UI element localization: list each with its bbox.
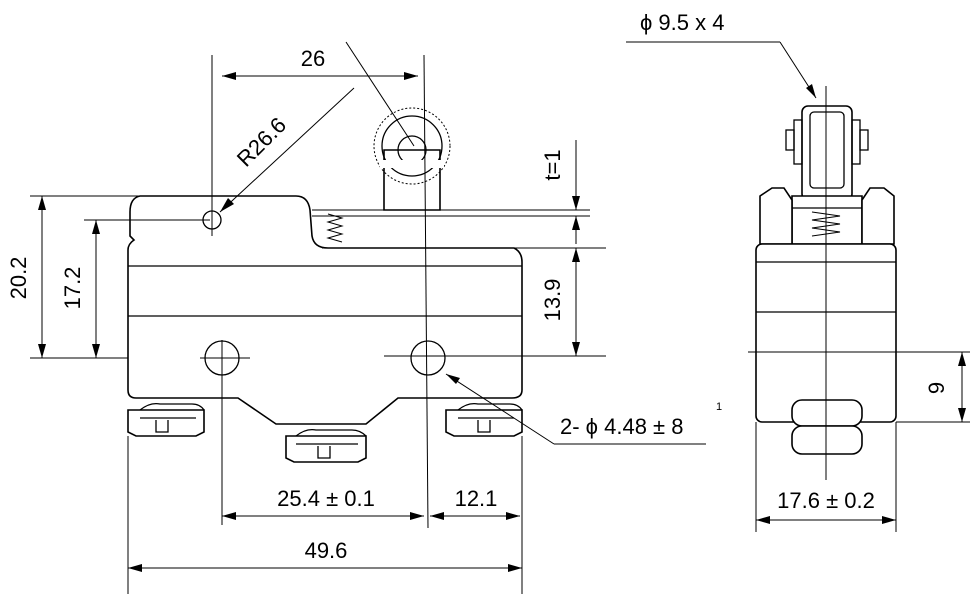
dim-lever-radius: R26.6: [232, 112, 291, 171]
dim-hole-to-edge: 12.1: [455, 486, 498, 511]
dim-body-top-to-hole: 13.9: [540, 279, 565, 322]
dim-overall-height: 20.2: [6, 257, 31, 300]
radius-leader: [219, 87, 355, 213]
dim-roller-size: ϕ 9.5 x 4: [640, 10, 724, 35]
side-spring-icon: [811, 211, 841, 237]
dim-side-width: 17.6 ± 0.2: [777, 488, 875, 513]
side-axle-left: [793, 119, 803, 165]
side-housing-top: [759, 187, 793, 245]
dim-mount-holes-superscript: 1: [716, 401, 722, 413]
terminal-center: [285, 428, 367, 463]
mount-hole-right-icon: [410, 340, 446, 376]
side-roller-inner: [809, 111, 845, 189]
dim-travel: t=1: [540, 149, 565, 180]
spring-icon: [326, 213, 344, 243]
dim-lever-length: 26: [301, 46, 325, 71]
roller-trace: [373, 107, 451, 185]
switch-housing: [127, 195, 523, 425]
terminal-right: [445, 402, 523, 437]
roller-outer: [381, 115, 443, 177]
front-view: 26 R26.6 20.2 17.2 t=1 13.9 2- ϕ 4.48 ± …: [6, 41, 722, 594]
dim-mount-holes: 2- ϕ 4.48 ± 8: [560, 414, 683, 439]
dim-hole-height: 17.2: [60, 267, 85, 310]
roller-bracket: [383, 149, 441, 211]
roller-radius-leader: [345, 41, 415, 147]
dim-hole-spacing: 25.4 ± 0.1: [277, 486, 375, 511]
dim-side-height: 9: [924, 382, 949, 394]
side-terminal-top: [791, 399, 863, 427]
roller-centerline: [423, 54, 429, 529]
side-axle-cap-left: [785, 129, 795, 151]
side-bracket: [791, 195, 863, 245]
dim-overall-length: 49.6: [305, 538, 348, 563]
side-axle-right: [851, 119, 861, 165]
terminal-left: [127, 402, 205, 437]
side-view: ϕ 9.5 x 4 9 17.6 ± 0.2: [626, 10, 970, 532]
side-axle-cap-right: [859, 129, 869, 151]
side-housing-top-right: [861, 187, 895, 245]
mount-hole-leader: [445, 373, 555, 445]
side-terminal-bottom: [791, 425, 863, 455]
